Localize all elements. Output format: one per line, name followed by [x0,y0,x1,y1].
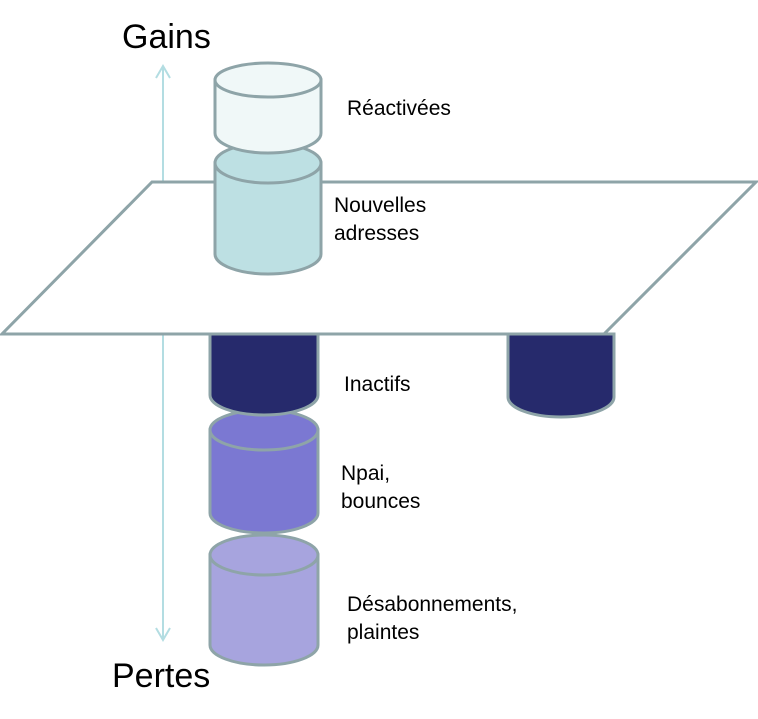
plane [0,180,758,336]
cylinder-npai [208,408,320,535]
label-desabonnements-line1: Désabonnements, [347,593,517,616]
cylinder-desabonnements [208,533,320,667]
label-npai-line1: Npai, [341,462,390,485]
heading-pertes: Pertes [112,657,210,695]
cylinder-inactifs [208,332,320,417]
heading-gains: Gains [122,18,211,56]
label-inactifs: Inactifs [344,373,411,396]
label-nouvelles-line1: Nouvelles [334,194,426,217]
label-nouvelles-line2: adresses [334,222,419,245]
cylinder-reactivees [213,61,323,155]
cylinder-inactifs-right [506,332,616,419]
label-npai-line2: bounces [341,490,420,513]
cylinder-nouvelles-adresses [213,141,323,276]
label-reactivees: Réactivées [347,97,451,120]
label-desabonnements-line2: plaintes [347,621,419,644]
